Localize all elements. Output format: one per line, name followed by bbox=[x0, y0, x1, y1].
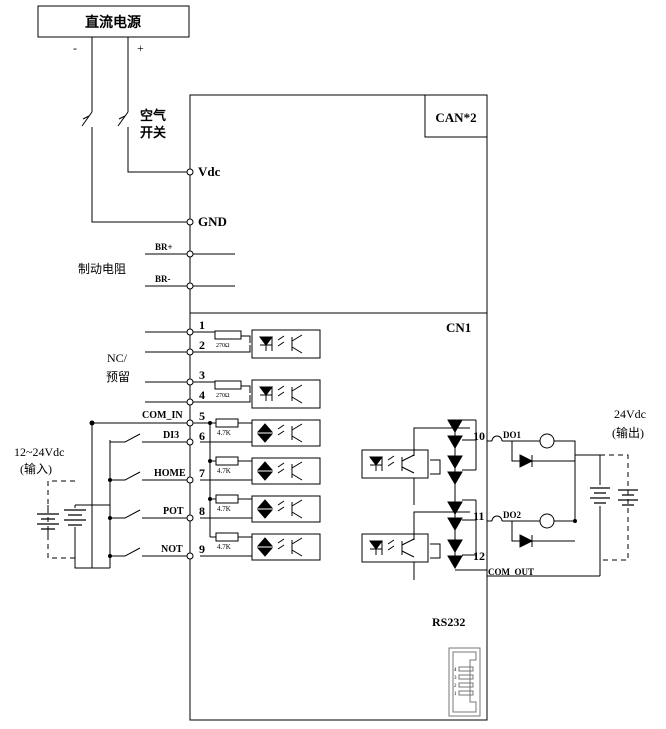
resistor-4k7-2: 4.7K bbox=[217, 467, 231, 475]
dc-power-supply: 直流电源 - + bbox=[37, 5, 190, 55]
pin-12: 12 bbox=[473, 549, 485, 563]
pin-6: 6 bbox=[199, 429, 205, 443]
home-label: HOME bbox=[154, 468, 186, 479]
reserved-label: 预留 bbox=[106, 370, 130, 384]
air-switch-label-2: 开关 bbox=[140, 125, 166, 140]
plus-label: + bbox=[137, 41, 144, 55]
resistor-4k7-1: 4.7K bbox=[217, 429, 231, 437]
pin-11: 11 bbox=[473, 509, 484, 523]
pin-7: 7 bbox=[199, 466, 205, 480]
output-circuit: 10 11 12 DO1 DO2 24Vdc (输出) COM_OUT bbox=[413, 407, 646, 580]
pin-1: 1 bbox=[199, 318, 205, 332]
pin-5: 5 bbox=[199, 409, 205, 423]
pin-4: 4 bbox=[199, 388, 205, 402]
resistor-4k7-3: 4.7K bbox=[217, 505, 231, 513]
nc-reserved-pins: NC/ 预留 270Ω 270Ω bbox=[106, 328, 251, 406]
air-switch: 空气 开关 bbox=[81, 37, 190, 223]
rs232-pin-1: 1 bbox=[454, 692, 457, 697]
di3-label: DI3 bbox=[163, 430, 179, 441]
brake-resistor: BR+ BR- 制动电阻 bbox=[78, 242, 235, 290]
nc-label: NC/ bbox=[107, 351, 128, 365]
pin-2: 2 bbox=[199, 338, 205, 352]
com-out-label: COM_OUT bbox=[488, 567, 534, 577]
rs232-label: RS232 bbox=[432, 615, 465, 629]
pin-3: 3 bbox=[199, 368, 205, 382]
power-terminals: Vdc GND bbox=[186, 164, 227, 229]
pot-label: POT bbox=[163, 506, 184, 517]
air-switch-label-1: 空气 bbox=[140, 108, 166, 123]
resistor-270-2: 270Ω bbox=[216, 393, 230, 399]
minus-label: - bbox=[73, 41, 77, 55]
rs232-pin-4: 4 bbox=[454, 668, 457, 673]
do2-label: DO2 bbox=[503, 510, 522, 520]
output-note-label: (输出) bbox=[612, 425, 644, 440]
driver-body: CAN*2 bbox=[189, 94, 488, 721]
rs232-pin-3: 3 bbox=[454, 676, 457, 681]
output-voltage-label: 24Vdc bbox=[614, 407, 646, 421]
not-label: NOT bbox=[161, 544, 183, 555]
resistor-270-1: 270Ω bbox=[216, 343, 230, 349]
brake-resistor-label: 制动电阻 bbox=[78, 262, 126, 276]
can-label: CAN*2 bbox=[435, 110, 476, 125]
com-in-label: COM_IN bbox=[142, 410, 183, 421]
pin-9: 9 bbox=[199, 542, 205, 556]
resistor-4k7-4: 4.7K bbox=[217, 543, 231, 551]
gnd-label: GND bbox=[198, 214, 227, 229]
dc-power-label: 直流电源 bbox=[85, 14, 141, 31]
can-port bbox=[424, 94, 488, 138]
input-circuit: COM_IN 12~24Vdc (输入) DI3 bbox=[14, 410, 252, 569]
cn1-label: CN1 bbox=[446, 320, 471, 335]
rs232-pin-2: 2 bbox=[454, 684, 457, 689]
cn1-pin-numbers: 1 2 3 4 5 6 7 8 9 bbox=[199, 318, 205, 556]
br-minus-label: BR- bbox=[155, 274, 171, 284]
optocouplers bbox=[251, 329, 429, 563]
do1-label: DO1 bbox=[503, 430, 522, 440]
br-plus-label: BR+ bbox=[155, 242, 173, 252]
rs232-port: RS232 4 3 2 1 bbox=[432, 615, 481, 717]
pin-10: 10 bbox=[473, 429, 485, 443]
vdc-label: Vdc bbox=[198, 164, 221, 179]
input-voltage-label: 12~24Vdc bbox=[14, 445, 64, 459]
pin-8: 8 bbox=[199, 504, 205, 518]
input-note-label: (输入) bbox=[20, 461, 52, 476]
